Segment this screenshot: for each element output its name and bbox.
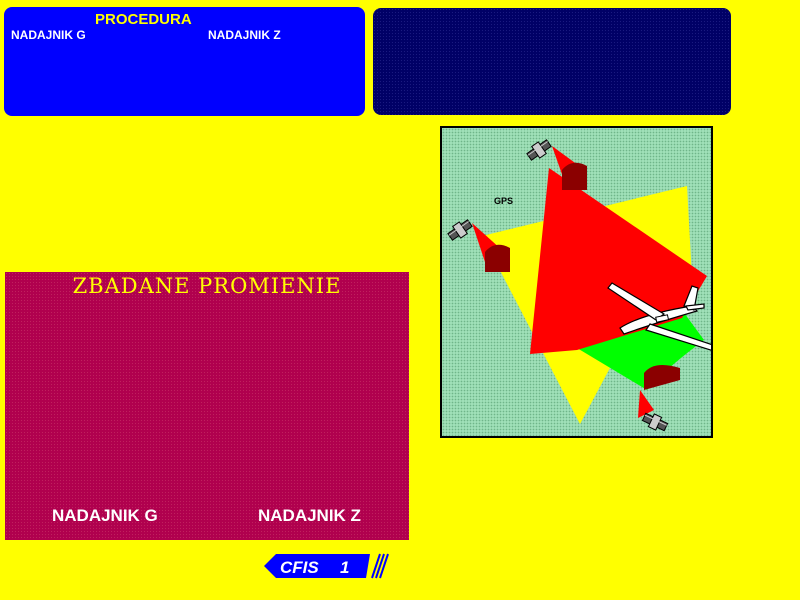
transmitter-top-icon (562, 162, 587, 190)
procedure-transmitter-z-label: NADAJNIK Z (208, 28, 281, 42)
red-coverage-sector (530, 168, 707, 354)
procedure-transmitter-g-label: NADAJNIK G (11, 28, 86, 42)
gps-label: GPS (494, 196, 513, 206)
satellite-top-icon (526, 139, 552, 161)
transmitter-z-button[interactable]: NADAJNIK Z (258, 506, 361, 525)
transmitter-left-icon (485, 244, 510, 272)
cfis-logo: CFIS 1 (264, 553, 389, 579)
transmitter-bottom-icon (644, 364, 680, 390)
coverage-diagram: GPS (440, 126, 713, 438)
info-display-panel (373, 8, 731, 115)
procedure-title: PROCEDURA (95, 11, 192, 28)
measured-radials-panel: ZBADANE PROMIENIE NADAJNIK G NADAJNIK Z (5, 272, 409, 540)
cfis-logo-text: CFIS (280, 558, 319, 577)
coverage-diagram-graphic: GPS (447, 139, 711, 432)
airplane-icon (607, 282, 711, 351)
cfis-logo-number: 1 (340, 558, 349, 577)
satellite-bottom-icon (641, 412, 669, 432)
procedure-panel: PROCEDURA NADAJNIK G NADAJNIK Z (4, 7, 365, 116)
satellite-left-icon (447, 219, 473, 241)
measured-radials-title: ZBADANE PROMIENIE (72, 274, 342, 298)
red-beam-bottom (638, 390, 654, 418)
transmitter-g-button[interactable]: NADAJNIK G (52, 506, 158, 525)
